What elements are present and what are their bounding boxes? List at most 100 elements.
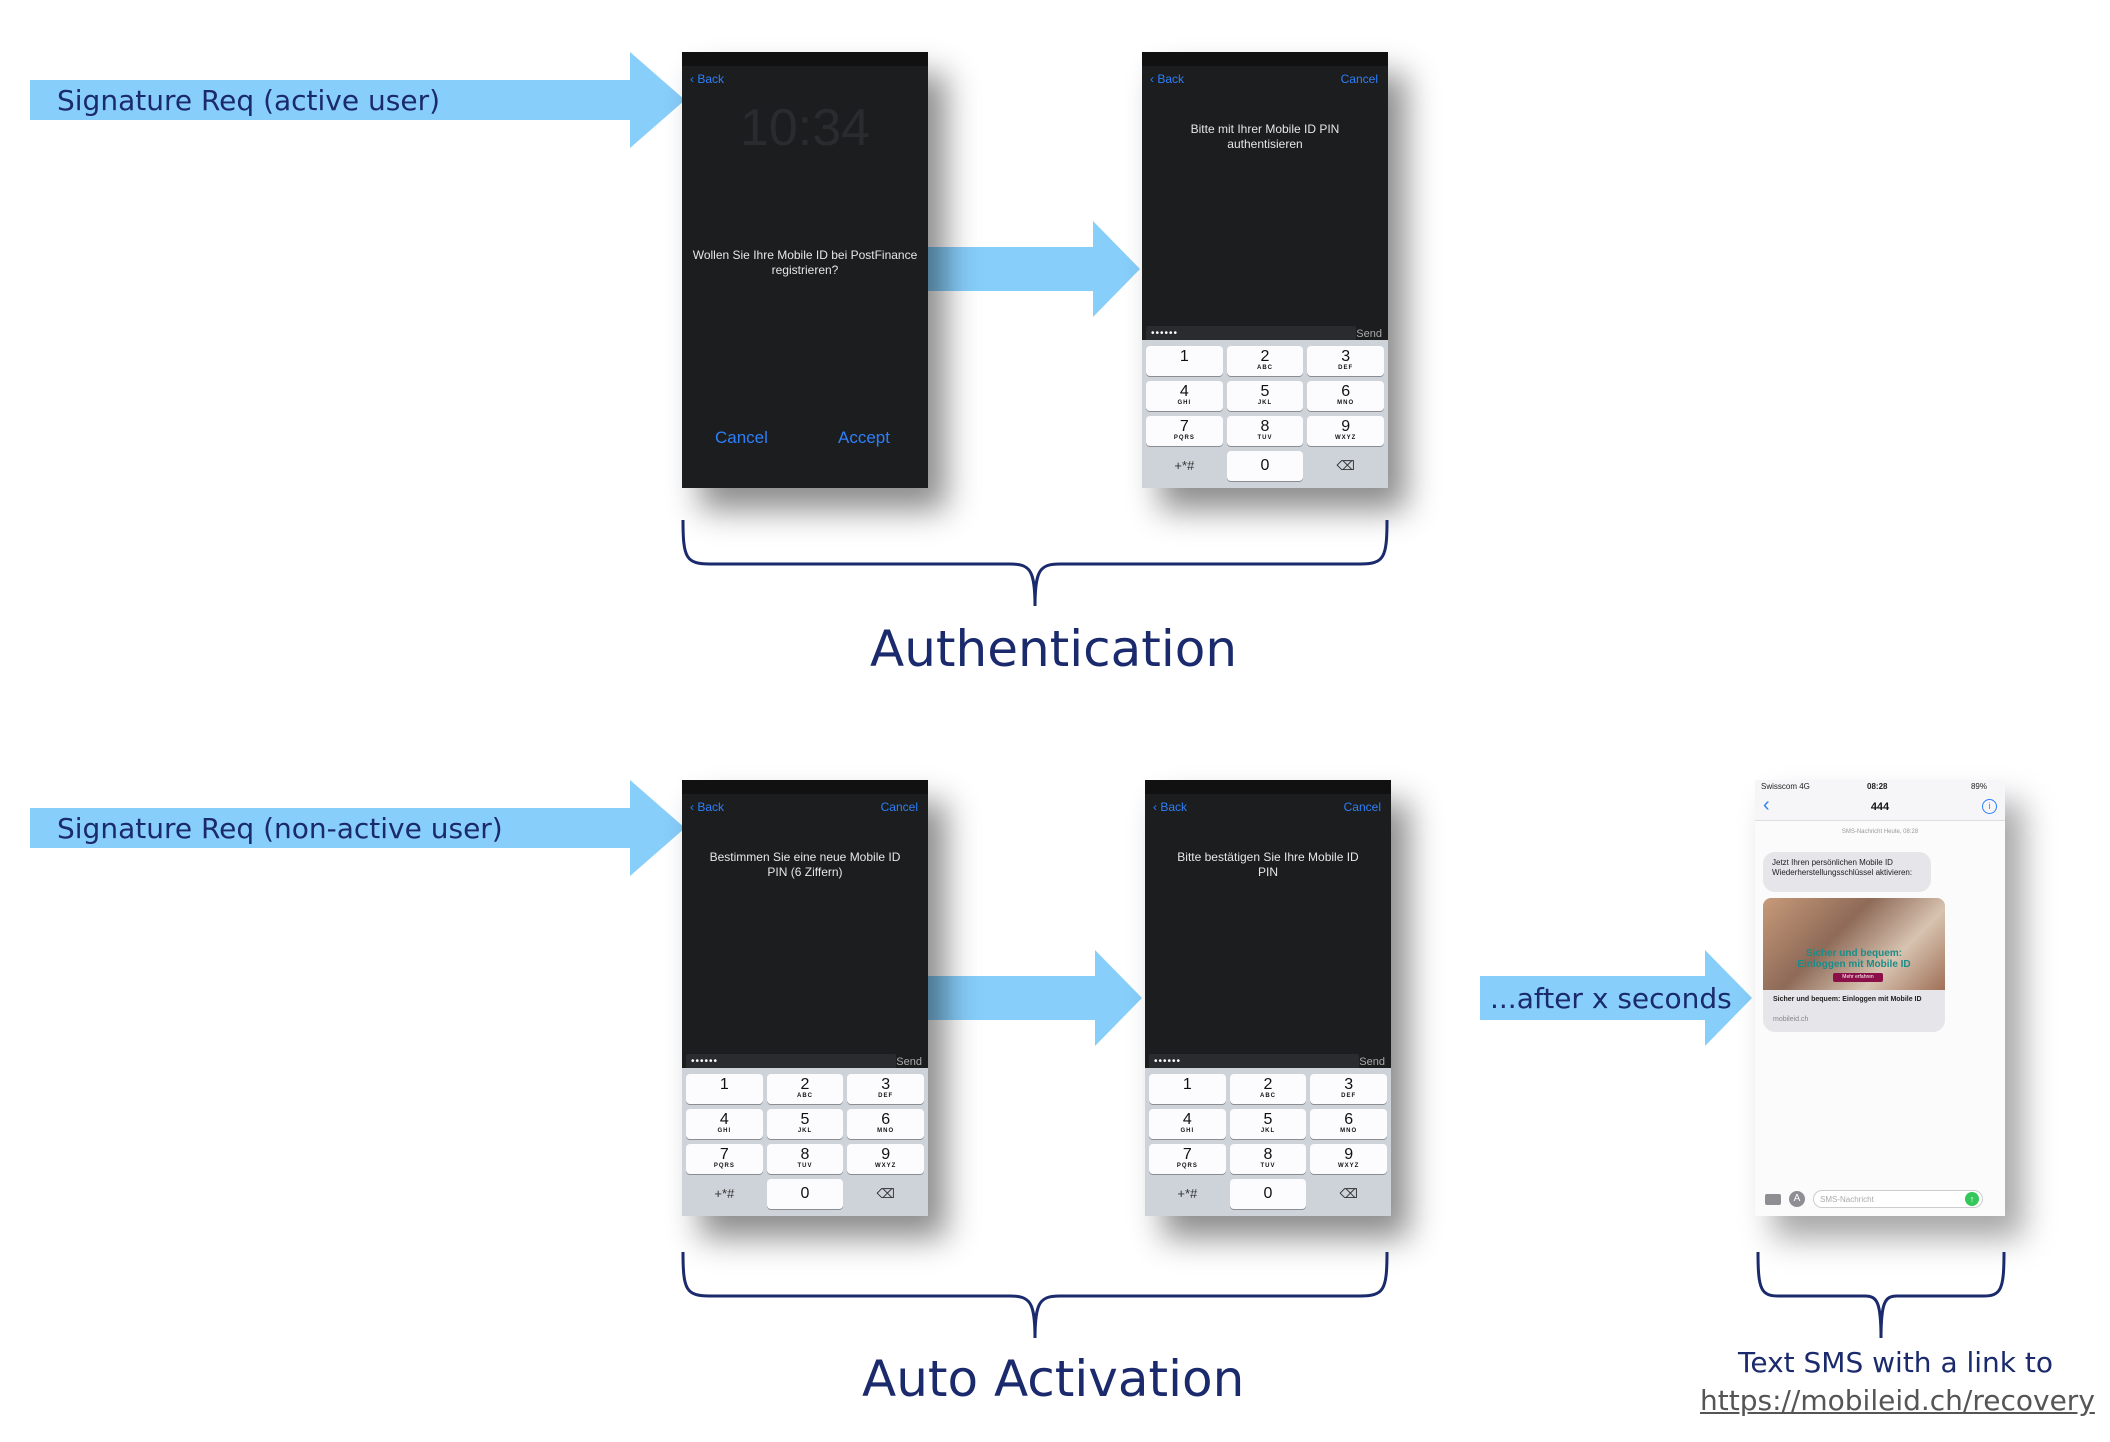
key-digit: 9 <box>881 1146 891 1163</box>
key-0[interactable]: 0 <box>1229 1179 1307 1209</box>
key-digit: 5 <box>1260 383 1270 400</box>
key-letters: WXYZ <box>1334 435 1357 441</box>
send-button[interactable]: Send <box>1359 1056 1385 1068</box>
link-preview-bubble[interactable]: Sicher und bequem: Einloggen mit Mobile … <box>1763 898 1945 1032</box>
back-button[interactable]: ‹ Back <box>690 72 725 86</box>
lock-screen-time: 10:34 <box>739 99 871 157</box>
accept-button[interactable]: Accept <box>838 428 890 447</box>
key-1[interactable]: 1 <box>1149 1074 1226 1104</box>
info-icon[interactable]: i <box>1982 799 1997 814</box>
pin-auth-prompt: Bitte mit Ihrer Mobile ID PIN authentisi… <box>1190 122 1340 151</box>
send-button[interactable]: Send <box>1356 328 1382 340</box>
sender-name: 444 <box>1870 801 1890 813</box>
key-0[interactable]: 0 <box>1226 451 1304 481</box>
key-letters: GHI <box>717 1128 732 1134</box>
brace-authentication <box>681 519 1389 607</box>
key-digit: 4 <box>1179 383 1189 400</box>
key-letters: PQRS <box>1176 1163 1198 1169</box>
group-label-authentication: Authentication <box>870 620 1238 678</box>
key-digit: 8 <box>1263 1146 1273 1163</box>
delete-key-icon[interactable]: ⌫ <box>1339 1186 1358 1201</box>
key-digit: 7 <box>719 1146 729 1163</box>
back-chevron-icon[interactable]: ‹ <box>1763 794 1770 816</box>
pin-input[interactable]: •••••• <box>1149 1054 1359 1070</box>
key-1[interactable]: 1 <box>1146 346 1223 376</box>
promo-button[interactable]: Mehr erfahren <box>1833 973 1883 982</box>
back-label: Back <box>697 72 725 86</box>
back-label: Back <box>1160 800 1188 814</box>
promo-image[interactable]: Sicher und bequem: Einloggen mit Mobile … <box>1763 898 1945 990</box>
app-store-icon[interactable]: A <box>1789 1191 1805 1207</box>
delete-key-icon[interactable]: ⌫ <box>876 1186 895 1201</box>
key-letters: GHI <box>1177 400 1192 406</box>
key-letters: JKL <box>1260 1128 1276 1134</box>
key-0[interactable]: 0 <box>766 1179 844 1209</box>
status-bar <box>1142 52 1388 66</box>
back-button[interactable]: ‹ Back <box>1153 800 1188 814</box>
key-letters: JKL <box>1257 400 1273 406</box>
message-input[interactable]: SMS-Nachricht <box>1813 1190 1983 1208</box>
group-label-auto-activation: Auto Activation <box>862 1350 1245 1408</box>
key-letters: ABC <box>1259 1093 1276 1099</box>
cancel-link[interactable]: Cancel <box>880 800 918 814</box>
key-letters: DEF <box>1338 365 1354 371</box>
back-button[interactable]: ‹ Back <box>1150 72 1185 86</box>
promo-title: Sicher und bequem: Einloggen mit Mobile … <box>1797 948 1911 970</box>
send-arrow-icon[interactable]: ↑ <box>1965 1192 1979 1206</box>
key-letters: WXYZ <box>874 1163 897 1169</box>
key-digit: 0 <box>1260 457 1270 474</box>
key-symbols[interactable]: +*# <box>1174 458 1195 473</box>
recovery-link[interactable]: https://mobileid.ch/recovery <box>1700 1384 2095 1417</box>
key-digit: 2 <box>800 1076 810 1093</box>
key-symbols[interactable]: +*# <box>714 1186 735 1201</box>
key-digit: 3 <box>1341 348 1351 365</box>
key-digit: 1 <box>1179 348 1189 365</box>
delete-key-icon[interactable]: ⌫ <box>1336 458 1355 473</box>
key-digit: 3 <box>881 1076 891 1093</box>
pin-input[interactable]: •••••• <box>686 1054 896 1070</box>
key-letters: MNO <box>1340 1128 1358 1134</box>
cancel-link[interactable]: Cancel <box>1343 800 1381 814</box>
key-symbols[interactable]: +*# <box>1177 1186 1198 1201</box>
send-button[interactable]: Send <box>896 1056 922 1068</box>
pin-input[interactable]: •••••• <box>1146 326 1356 342</box>
key-1[interactable]: 1 <box>686 1074 763 1104</box>
back-button[interactable]: ‹ Back <box>690 800 725 814</box>
cancel-button[interactable]: Cancel <box>715 428 768 447</box>
camera-icon[interactable] <box>1765 1194 1781 1205</box>
key-digit: 1 <box>1182 1076 1192 1093</box>
key-letters: DEF <box>1341 1093 1357 1099</box>
clock-label: 08:28 <box>1867 782 1888 791</box>
phone-registration-prompt: ‹ Back 10:34 Wollen Sie Ihre Mobile ID b… <box>682 52 928 488</box>
sms-note-label: Text SMS with a link to <box>1738 1346 2054 1379</box>
cancel-link[interactable]: Cancel <box>1340 72 1378 86</box>
back-label: Back <box>1157 72 1185 86</box>
key-digit: 3 <box>1344 1076 1354 1093</box>
key-digit: 5 <box>1263 1111 1273 1128</box>
